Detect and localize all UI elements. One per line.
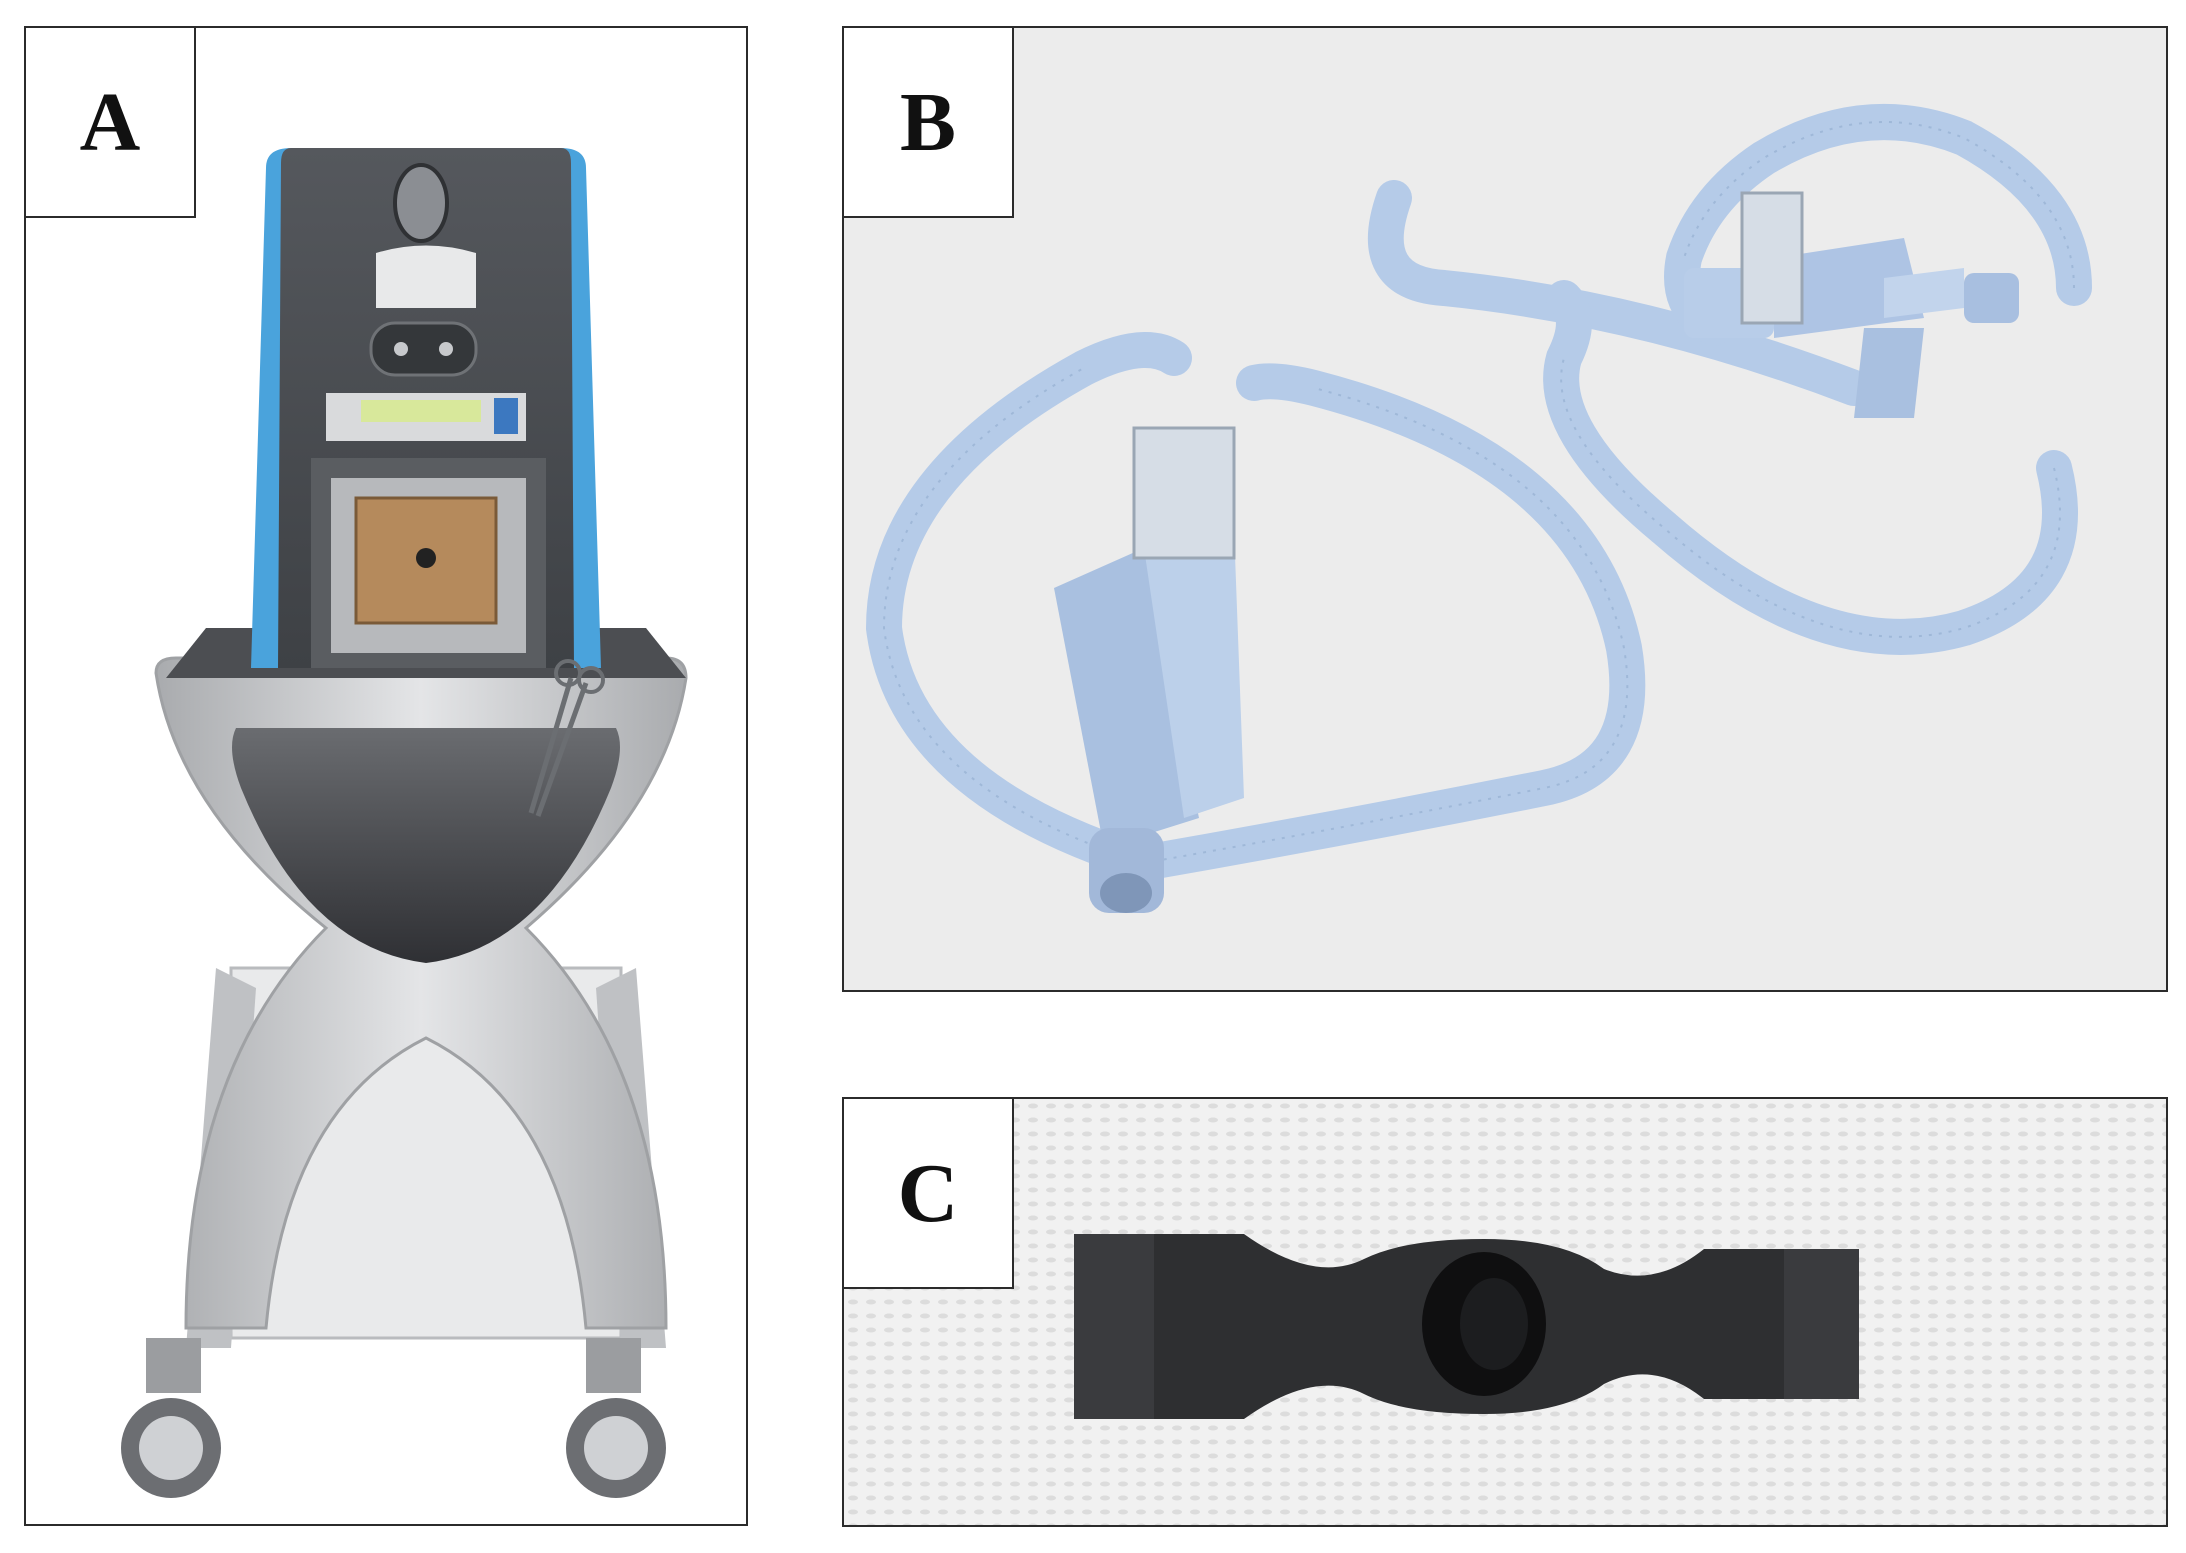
panel-label-b: B <box>844 28 1014 218</box>
connector-photo-illustration <box>844 1099 2166 1525</box>
breathing-circuit-illustration <box>865 104 2092 913</box>
caster-right <box>566 1338 666 1498</box>
panel-a: A <box>24 26 748 1526</box>
y-piece-right <box>1684 191 2019 418</box>
connector-part <box>1074 1234 1859 1419</box>
panel-b: B <box>842 26 2168 992</box>
panel-label-a: A <box>26 28 196 218</box>
caster-left <box>121 1338 221 1498</box>
panel-label-c: C <box>844 1099 1014 1289</box>
ventilator-cart-illustration <box>121 148 688 1498</box>
y-piece-left <box>1054 426 1244 913</box>
panel-c: C <box>842 1097 2168 1527</box>
